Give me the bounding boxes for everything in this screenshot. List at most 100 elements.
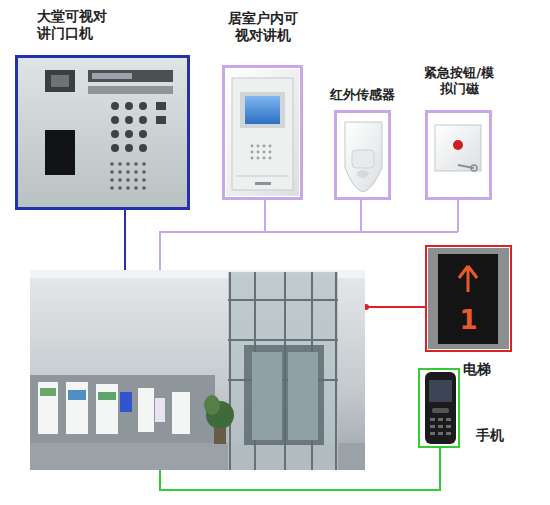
illustration-part xyxy=(244,345,324,445)
illustration-part xyxy=(255,182,271,185)
illustration-part xyxy=(110,170,114,174)
illustration-part xyxy=(438,425,443,428)
illustration-part xyxy=(257,145,260,148)
illustration-part xyxy=(30,375,215,443)
illustration-part xyxy=(126,186,130,190)
illustration-part xyxy=(138,388,154,432)
illustration-part xyxy=(446,425,451,428)
illustration-part xyxy=(96,384,118,434)
illustration-part xyxy=(142,170,146,174)
indoor-unit xyxy=(226,69,299,196)
illustration-part xyxy=(142,186,146,190)
illustration-part xyxy=(139,102,147,110)
illustration-part xyxy=(45,130,75,175)
illustration-part xyxy=(172,392,190,434)
device-label: 大堂可视对讲门口机 xyxy=(37,8,113,42)
device-frame xyxy=(425,110,492,200)
illustration-part xyxy=(352,150,374,168)
illustration-part xyxy=(430,432,435,435)
illustration-part xyxy=(446,432,451,435)
illustration-part xyxy=(126,178,130,182)
illustration-part xyxy=(139,116,147,124)
illustration-part xyxy=(245,96,280,124)
illustration-part xyxy=(335,272,337,470)
illustration-part xyxy=(430,418,435,421)
illustration-part xyxy=(251,145,254,148)
lobby-photo xyxy=(30,270,365,470)
mobile-phone-node: 手机 xyxy=(418,368,518,450)
illustration-part xyxy=(18,58,187,207)
floor-display-node: 1 电梯 xyxy=(425,245,515,380)
purple-wire xyxy=(360,200,362,232)
device-label: 电梯 xyxy=(463,361,503,378)
device-label: 居室户内可视对讲机 xyxy=(224,10,302,44)
illustration-part xyxy=(288,352,318,440)
illustration-part xyxy=(51,75,69,87)
illustration-part xyxy=(432,408,449,413)
illustration-part xyxy=(111,102,119,110)
illustration-part xyxy=(226,69,299,196)
illustration-part xyxy=(429,380,452,402)
illustration-part xyxy=(228,272,338,470)
device-label: 手机 xyxy=(476,427,516,444)
illustration-part xyxy=(438,432,443,435)
illustration-part xyxy=(38,382,58,434)
device-label: 红外传感器 xyxy=(326,87,398,103)
illustration-part xyxy=(228,299,338,301)
illustration-part xyxy=(125,116,133,124)
illustration-part xyxy=(134,162,138,166)
door-station-node: 大堂可视对讲门口机 xyxy=(15,5,192,212)
illustration-part xyxy=(269,157,272,160)
illustration-part xyxy=(30,270,365,470)
illustration-part xyxy=(251,157,254,160)
illustration-part xyxy=(453,140,463,150)
device-label: 紧急按钮/模拟门磁 xyxy=(424,65,494,96)
illustration-part xyxy=(228,339,338,341)
illustration-part xyxy=(446,418,451,421)
illustration-part xyxy=(88,86,173,94)
illustration-part xyxy=(110,162,146,190)
illustration-part xyxy=(156,116,166,124)
illustration-part xyxy=(126,170,130,174)
illustration-part xyxy=(40,388,56,396)
illustration-part xyxy=(68,390,86,400)
emergency-button xyxy=(435,125,481,171)
floor-number: 1 xyxy=(425,305,512,336)
illustration-part xyxy=(139,144,147,152)
illustration-part xyxy=(110,178,114,182)
illustration-part xyxy=(98,392,116,400)
illustration-part xyxy=(459,266,477,292)
illustration-part xyxy=(88,70,173,82)
illustration-part xyxy=(214,428,226,444)
purple-wire xyxy=(457,200,459,232)
illustration-part xyxy=(125,102,133,110)
illustration-part xyxy=(118,186,122,190)
illustration-part xyxy=(125,130,133,138)
ir-sensor xyxy=(345,122,382,192)
illustration-part xyxy=(110,162,114,166)
illustration-part xyxy=(111,116,119,124)
illustration-part xyxy=(120,392,132,412)
illustration-part xyxy=(204,395,220,415)
illustration-part xyxy=(139,130,147,138)
illustration-part xyxy=(357,170,369,178)
illustration-part xyxy=(345,122,382,192)
mobile-phone xyxy=(425,372,456,444)
illustration-part xyxy=(263,151,266,154)
illustration-part xyxy=(251,145,272,160)
illustration-part xyxy=(430,425,435,428)
indoor-unit-node: 居室户内可视对讲机 xyxy=(218,5,309,202)
illustration-part xyxy=(126,162,130,166)
illustration-part xyxy=(142,162,146,166)
illustration-part xyxy=(257,151,260,154)
ir-sensor-node: 红外传感器 xyxy=(326,83,398,202)
illustration-part xyxy=(118,170,122,174)
illustration-part xyxy=(156,102,166,110)
illustration-part xyxy=(92,73,132,79)
illustration-part xyxy=(430,418,451,435)
illustration-part xyxy=(155,398,165,422)
illustration-part xyxy=(111,130,119,138)
illustration-part xyxy=(118,162,122,166)
illustration-part xyxy=(269,145,272,148)
